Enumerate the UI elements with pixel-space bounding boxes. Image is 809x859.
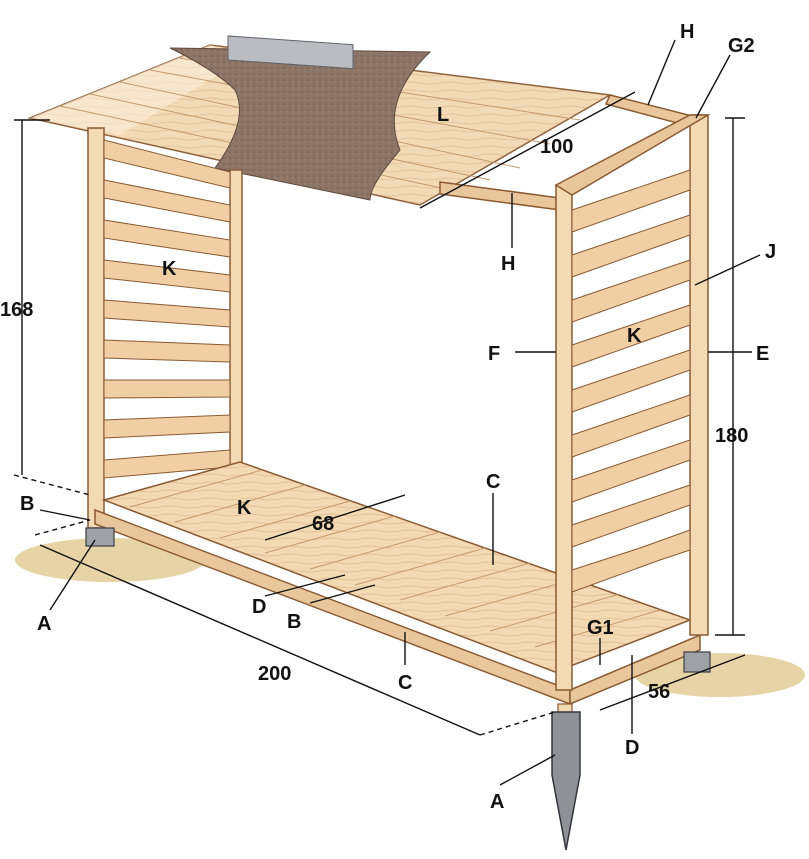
left-wall	[87, 127, 243, 529]
label-b-mid: B	[287, 611, 301, 633]
label-k-left: K	[162, 258, 177, 280]
right-wall	[554, 114, 711, 691]
dimension-lines	[13, 91, 746, 736]
label-c-bottom: C	[398, 672, 412, 694]
roof-panel	[27, 35, 613, 206]
dimension-labels: 168 180 100 68 200 56	[0, 136, 748, 703]
label-h-top: H	[680, 21, 694, 43]
dim-floor-depth: 68	[312, 513, 334, 535]
dim-width: 56	[648, 681, 670, 703]
dim-height-right: 180	[715, 425, 748, 447]
floor-deck	[94, 461, 701, 706]
label-g1: G1	[587, 617, 614, 639]
ground	[15, 538, 805, 697]
label-k-floor: K	[237, 497, 252, 519]
label-k-right: K	[627, 325, 642, 347]
label-d-left: D	[252, 596, 266, 618]
label-g2: G2	[728, 35, 755, 57]
label-a-back: A	[490, 791, 504, 813]
dim-height-left: 168	[0, 299, 33, 321]
label-d-right: D	[625, 737, 639, 759]
dim-length: 200	[258, 663, 291, 685]
label-a-front: A	[37, 613, 51, 635]
label-f: F	[488, 343, 500, 365]
label-h-mid: H	[501, 253, 515, 275]
label-b-left: B	[20, 493, 34, 515]
label-l: L	[437, 104, 449, 126]
dim-roof-depth: 100	[540, 136, 573, 158]
post-anchors	[85, 527, 711, 851]
part-labels: H G2 L H J K K F E C B K D B A G1 C D A	[20, 21, 776, 813]
label-e: E	[756, 343, 769, 365]
leader-lines	[39, 39, 761, 786]
label-c-top: C	[486, 471, 500, 493]
label-j: J	[765, 241, 776, 263]
